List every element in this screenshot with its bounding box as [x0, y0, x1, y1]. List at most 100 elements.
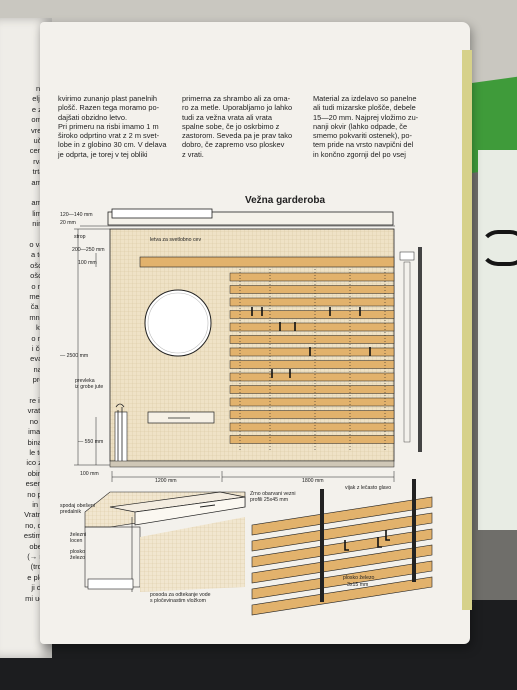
wood-slat	[229, 422, 395, 432]
page-edge-stack	[462, 50, 472, 610]
left-page-text-line: binah	[27, 437, 46, 447]
left-page-text-line: ment	[29, 292, 46, 301]
left-page-text-line: e plo-	[27, 572, 46, 582]
text-line: smemo pokvariti ostenek), po-	[313, 131, 412, 141]
label-spodaj-2: predalnik	[60, 509, 81, 515]
label-dim-550: — 550 mm	[78, 439, 103, 445]
left-page-text-line: nimi	[32, 219, 46, 228]
label-zrno: Zrno obarvani vezni	[250, 491, 296, 497]
detail-slats	[251, 479, 433, 616]
label-zrno-2: profili 25x45 mm	[250, 497, 288, 503]
left-page-text-line: elja,	[32, 94, 46, 103]
text-line: ro za metle. Uporabljamo jo lahko	[182, 103, 293, 113]
text-line: je odprta, je torej v tej obliki	[58, 149, 148, 159]
left-page-text-line: ošćo	[30, 271, 46, 281]
wood-slat	[229, 372, 395, 382]
label-zelezni: železni	[70, 532, 86, 538]
label-dim-20: 20 mm	[60, 220, 76, 226]
left-page-text-line: no, da	[25, 520, 46, 530]
left-page-text-line: (→ ri-	[27, 552, 46, 561]
left-page-text-line: imanj	[28, 427, 46, 437]
left-page-text-line: no in	[29, 416, 46, 426]
label-posoda-2: s pločevinastim vložkom	[150, 598, 206, 604]
left-page-text-line: eseno	[25, 479, 46, 489]
wood-slat	[229, 360, 395, 369]
wood-slat	[229, 297, 395, 307]
top-batten	[139, 256, 395, 268]
text-line: dajšati obzidno letvo.	[58, 112, 128, 122]
text-line: nanji okvir (lahko odpade, če	[313, 121, 408, 131]
left-page-text-line: obeh	[29, 541, 46, 551]
left-page-text-line: vret-	[31, 125, 46, 135]
label-letva: letva za svetlobno cev	[150, 237, 201, 243]
left-page-text-line: učí-	[33, 136, 46, 145]
left-page-text-line: rva-	[33, 157, 46, 166]
floor-strip	[109, 460, 395, 468]
detail-wood-slat	[251, 528, 433, 568]
round-mirror	[144, 289, 212, 357]
text-line: Material za izdelavo so panelne	[313, 94, 417, 103]
wood-slat	[229, 335, 395, 344]
label-spodaj: spodaj obešeni	[60, 503, 95, 509]
left-page-text-line: re iz-	[29, 396, 46, 405]
text-line: tudi za vežna vrata ali vrata	[182, 112, 272, 122]
text-line: lobe in z globino 30 cm. V delava	[58, 140, 167, 150]
left-page-text-line: in je	[32, 500, 46, 509]
umbrella-stand	[114, 403, 128, 463]
left-page-text-line: pre-	[33, 375, 46, 384]
text-line: dobro, če zapremo vso ploskev	[182, 140, 285, 150]
text-line: ali tudi mizarske plošče, debele	[313, 103, 416, 113]
left-page-text-line: ča iz	[30, 302, 46, 312]
wood-slat	[229, 272, 395, 282]
left-page-text-line: ceno	[29, 146, 46, 156]
left-page-text-line: o na	[31, 281, 46, 291]
left-page-text-line: vrat v	[27, 406, 46, 416]
detail-drawer	[84, 491, 246, 592]
black-cable	[480, 230, 517, 266]
text-line: zastorom. Seveda pa je prav tako	[182, 131, 293, 141]
desk-paper-stack	[478, 150, 517, 530]
text-line: tem pride na vrsto navpični del	[313, 140, 414, 150]
left-page-text-line: limo	[32, 209, 46, 218]
left-page-text-line: e za	[31, 104, 46, 114]
figure-title: Vežna garderoba	[245, 195, 326, 206]
wood-slat	[229, 385, 395, 394]
light-box	[111, 208, 213, 219]
text-line: Pri primeru na risbi imamo 1 m	[58, 121, 159, 131]
left-page-text-line: Vratna	[24, 510, 46, 520]
label-dim-200-250: 200—250 mm	[72, 247, 105, 253]
side-rail	[418, 247, 422, 452]
label-vijak: vijak z lečasto glavo	[345, 485, 391, 491]
left-page-text-line: ico za	[26, 458, 46, 468]
text-line: 15—20 mm. Najprej vložimo zu-	[313, 112, 419, 122]
drawer-shelf	[147, 411, 215, 424]
left-page-text-line: ji dr-	[31, 583, 46, 593]
detail-hook	[385, 530, 390, 541]
label-zelezni-2: locen	[70, 538, 83, 544]
text-line: in končno zgornji del po vsej	[313, 149, 406, 159]
left-page-text-line: amo	[31, 198, 46, 208]
text-line: spalne sobe, če jo oskrbimo z	[182, 121, 280, 131]
detail-iron-bar	[320, 489, 324, 602]
detail-hook	[344, 540, 349, 551]
wood-slat	[229, 322, 395, 332]
left-page-text-line: no pri	[27, 489, 46, 499]
left-page-text-line: evati	[30, 354, 46, 364]
detail-wood-slat	[251, 576, 433, 616]
text-line: kvirimo zunanjo plast panelnih	[58, 94, 158, 103]
label-dim-top: 120—140 mm	[60, 212, 93, 218]
wood-slat	[229, 285, 395, 294]
label-dim-2500: — 2500 mm	[60, 353, 88, 359]
text-line: z vrati.	[182, 149, 204, 159]
label-plosko: plosko	[70, 549, 85, 555]
left-page-text-line: ošćo	[30, 260, 46, 270]
left-page-text-line: o na	[31, 333, 46, 343]
label-plosko-2: železo	[70, 555, 85, 561]
left-page-text-line: o va-	[29, 240, 46, 249]
label-posoda: posoda za odtekanje vode	[150, 592, 211, 598]
wood-slat	[229, 310, 395, 319]
wardrobe-diagram: 120—140 mm 20 mm strop 200—250 mm 100 mm…	[60, 208, 433, 616]
label-strop: strop	[74, 234, 86, 240]
left-page-text-line: i če-	[31, 344, 46, 353]
